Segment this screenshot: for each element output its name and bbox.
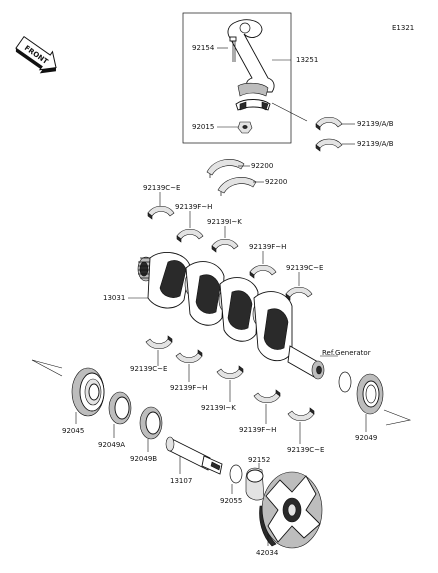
callout-92139-ab-1: 92139/A/B bbox=[357, 120, 394, 128]
callout-92045: 92045 bbox=[62, 427, 84, 435]
callout-92139-ab-2: 92139/A/B bbox=[357, 140, 394, 148]
callout-13031: 13031 bbox=[103, 294, 125, 302]
crankshaft bbox=[137, 251, 325, 380]
callout-92139-ik-2: 92139I~K bbox=[201, 404, 236, 412]
main-bearing-shell-fh-bottom bbox=[175, 349, 203, 364]
callout-92049: 92049 bbox=[355, 434, 377, 442]
oil-seal-right bbox=[356, 373, 384, 415]
callout-92139-ce-1: 92139C~E bbox=[143, 184, 180, 192]
callout-92139-fh-1: 92139F~H bbox=[175, 203, 212, 211]
front-arrow-icon: FRONT bbox=[15, 35, 57, 74]
callout-92139-ce-4: 92139C~E bbox=[287, 446, 324, 454]
callout-92049a: 92049A bbox=[98, 441, 125, 449]
main-bearing-shell-fh-top bbox=[176, 228, 204, 243]
main-bearing-shell-fh-top-2 bbox=[249, 264, 277, 279]
output-shaft-oring bbox=[338, 371, 352, 393]
sprocket-42034 bbox=[259, 471, 323, 549]
rod-bolt bbox=[229, 36, 237, 62]
main-bearing-shell-ce-bottom bbox=[145, 335, 173, 350]
callout-92154: 92154 bbox=[192, 44, 215, 52]
ball-bearing-left bbox=[71, 367, 105, 417]
rod-cap bbox=[235, 99, 271, 111]
rod-bearing-shell-upper bbox=[315, 116, 343, 131]
connecting-rod bbox=[227, 19, 275, 97]
callout-92139-fh-4: 92139F~H bbox=[239, 426, 276, 434]
callout-92152: 92152 bbox=[248, 456, 270, 464]
connecting-rod-group-box bbox=[182, 12, 292, 144]
o-ring-92055 bbox=[229, 464, 243, 484]
callout-13251: 13251 bbox=[296, 56, 318, 64]
shaft-13107 bbox=[165, 436, 223, 475]
oil-seal-92049a bbox=[108, 391, 132, 425]
callout-42034: 42034 bbox=[256, 549, 279, 557]
main-bearing-shell-ce-bottom-2 bbox=[287, 407, 315, 422]
thrust-washer-1 bbox=[206, 159, 245, 178]
main-bearing-shell-ik-bottom bbox=[216, 365, 244, 380]
rod-nut bbox=[237, 121, 253, 134]
thrust-washer-2 bbox=[217, 177, 257, 196]
callout-92139-ce-2: 92139C~E bbox=[286, 264, 323, 272]
callout-92139-fh-3: 92139F~H bbox=[170, 384, 207, 392]
collar-92152 bbox=[245, 467, 265, 501]
callout-92139-ce-3: 92139C~E bbox=[130, 365, 167, 373]
callout-92139-fh-2: 92139F~H bbox=[249, 243, 286, 251]
main-bearing-shell-fh-bottom-2 bbox=[253, 389, 281, 404]
callout-92200-2: 92200 bbox=[265, 178, 287, 186]
rod-bearing-shell-lower bbox=[315, 138, 343, 152]
main-bearing-shell-ik-top bbox=[211, 238, 239, 253]
diagram-id: E1321 bbox=[392, 24, 414, 32]
callout-92200-1: 92200 bbox=[251, 162, 273, 170]
callout-13107: 13107 bbox=[170, 477, 192, 485]
main-bearing-shell-ce-top-2 bbox=[285, 286, 313, 301]
callout-92015: 92015 bbox=[192, 123, 214, 131]
callout-92055: 92055 bbox=[220, 497, 242, 505]
callout-92049b: 92049B bbox=[130, 455, 157, 463]
main-bearing-shell-ce-top bbox=[147, 205, 175, 220]
oil-seal-92049b bbox=[139, 406, 163, 440]
callout-92139-ik-1: 92139I~K bbox=[207, 218, 242, 226]
ref-generator-label: Ref.Generator bbox=[322, 349, 371, 357]
